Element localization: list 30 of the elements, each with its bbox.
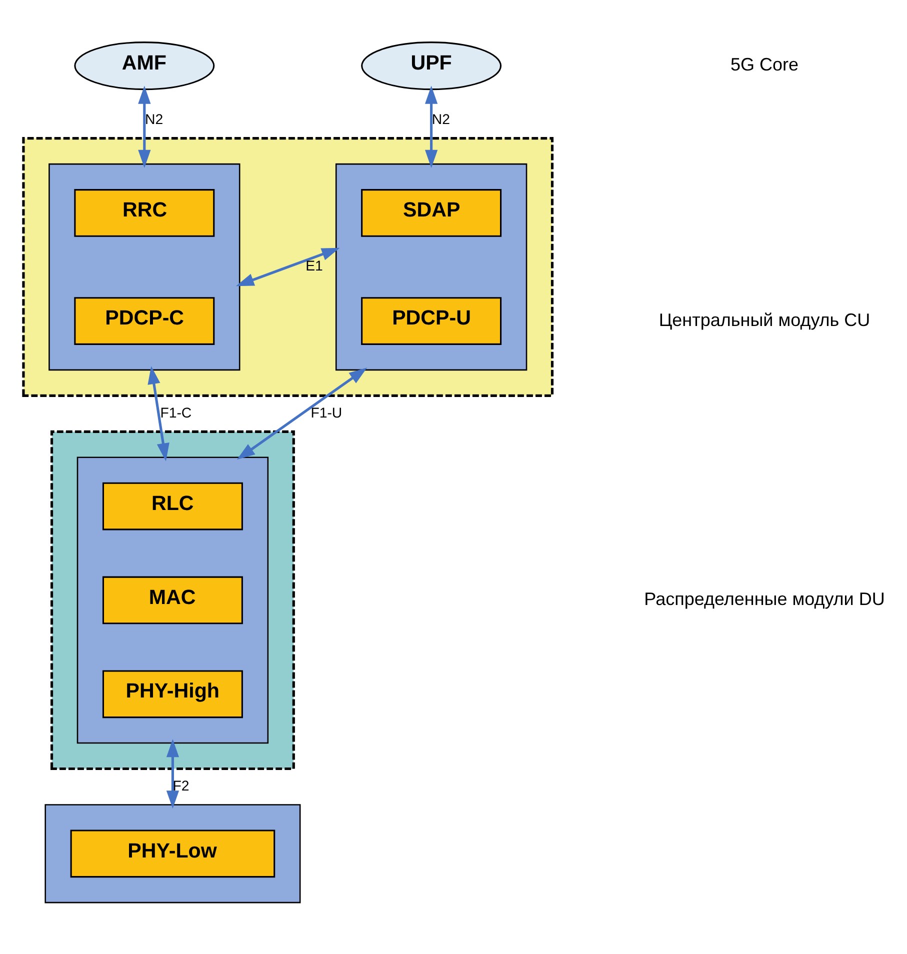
node-box: SDAP [361, 188, 502, 236]
cluster [22, 136, 554, 396]
arrow [425, 85, 438, 168]
node-box: PDCP-C [74, 296, 215, 344]
arrow [148, 366, 170, 461]
cluster [50, 430, 295, 770]
node-ellipse: AMF [74, 41, 215, 90]
cluster [76, 456, 269, 744]
node-box: PHY-Low [70, 829, 276, 878]
node-box: PHY-High [102, 670, 243, 718]
edge-label: F1-U [310, 404, 342, 420]
node-box: RLC [102, 482, 243, 530]
node-box: PDCP-U [361, 296, 502, 344]
node-box: MAC [102, 576, 243, 624]
label: Центральный модуль CU [658, 309, 870, 330]
arrow [166, 738, 180, 808]
edge-label: N2 [145, 110, 164, 126]
cluster [335, 162, 528, 370]
arrow [236, 247, 340, 286]
arrow [236, 367, 368, 460]
cluster [44, 804, 301, 903]
arrow [138, 85, 151, 168]
label: Распределенные модули DU [644, 588, 885, 608]
cluster [48, 162, 240, 370]
edge-label: N2 [432, 110, 450, 126]
edge-label: E1 [306, 257, 323, 274]
node-box: RRC [74, 188, 215, 236]
label: 5G Core [730, 54, 799, 74]
node-ellipse: UPF [361, 41, 502, 90]
edge-label: F1-C [160, 404, 192, 420]
